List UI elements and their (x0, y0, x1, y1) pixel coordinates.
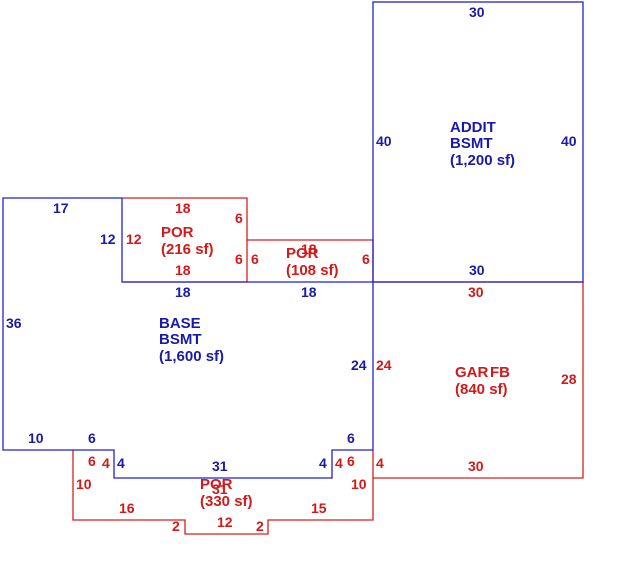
dim-por-m-left: 6 (251, 251, 259, 267)
dim-por-b-15: 15 (311, 500, 327, 516)
dim-addit-left: 40 (376, 133, 392, 149)
dim-gar-bottom: 30 (468, 458, 484, 474)
por-upper-label: POR (161, 224, 194, 241)
dim-por-b-16: 16 (119, 500, 135, 516)
dim-base-top: 17 (53, 200, 69, 216)
dim-por-b-4a: 4 (102, 455, 110, 471)
dim-base-top-inner: 18 (175, 284, 191, 300)
dim-por-u-top: 18 (175, 200, 191, 216)
dim-por-b-2a: 2 (172, 518, 180, 534)
base-label-area: (1,600 sf) (159, 348, 224, 365)
dim-base-right: 24 (351, 357, 367, 373)
dim-por-b-12: 12 (217, 514, 233, 530)
garage-label-gar: GAR (455, 364, 489, 381)
dim-por-b-10b: 10 (351, 476, 367, 492)
dim-gar-step-4: 4 (376, 455, 384, 471)
por-bottom-outline (72, 450, 374, 535)
dim-addit-bottom: 30 (469, 262, 485, 278)
garage-area: (840 sf) (455, 381, 508, 398)
dim-gar-right: 28 (561, 371, 577, 387)
dim-por-u-bottom: 18 (175, 262, 191, 278)
dim-addit-right: 40 (561, 133, 577, 149)
por-mid-overlap: 18 (301, 241, 317, 257)
por-bottom-area: (330 sf) (200, 493, 253, 510)
dim-base-step-4a: 4 (117, 455, 125, 471)
dim-base-top-right: 18 (301, 284, 317, 300)
dim-por-m-right: 6 (362, 251, 370, 267)
por-mid-label: POR (286, 245, 319, 262)
garage-label-fb: FB (490, 364, 510, 381)
dim-base-step-6a: 6 (88, 430, 96, 446)
por-bottom-label: POR (200, 476, 233, 493)
dim-base-bottom-left: 10 (28, 430, 44, 446)
dim-por-u-right-low: 6 (235, 251, 243, 267)
dim-gar-top: 30 (468, 284, 484, 300)
base-label-line1: BASE (159, 315, 201, 332)
addit-bsmt-outline (372, 1, 584, 283)
dim-addit-top: 30 (469, 4, 485, 20)
por-upper-area: (216 sf) (161, 241, 214, 258)
dim-base-step-6b: 6 (347, 430, 355, 446)
dim-por-u-right-top: 6 (235, 210, 243, 226)
dim-base-left: 36 (6, 315, 22, 331)
dim-por-b-4b: 4 (335, 455, 343, 471)
por-bottom-overlap: 31 (212, 481, 228, 497)
por-mid-area: (108 sf) (286, 262, 339, 279)
addit-label-area: (1,200 sf) (450, 152, 515, 169)
dim-base-bottom: 31 (212, 458, 228, 474)
dim-base-step-4b: 4 (319, 455, 327, 471)
dim-por-b-2b: 2 (256, 518, 264, 534)
dim-por-b-10a: 10 (76, 476, 92, 492)
dim-por-b-6b: 6 (347, 453, 355, 469)
dim-por-u-left: 12 (126, 231, 142, 247)
dim-por-b-6a: 6 (88, 453, 96, 469)
addit-label-line2: BSMT (450, 135, 493, 152)
dim-gar-left: 24 (376, 357, 392, 373)
dim-base-inner-left: 12 (100, 231, 116, 247)
addit-label-line1: ADDIT (450, 119, 496, 136)
base-bsmt-outline (2, 197, 374, 479)
base-label-line2: BSMT (159, 331, 202, 348)
